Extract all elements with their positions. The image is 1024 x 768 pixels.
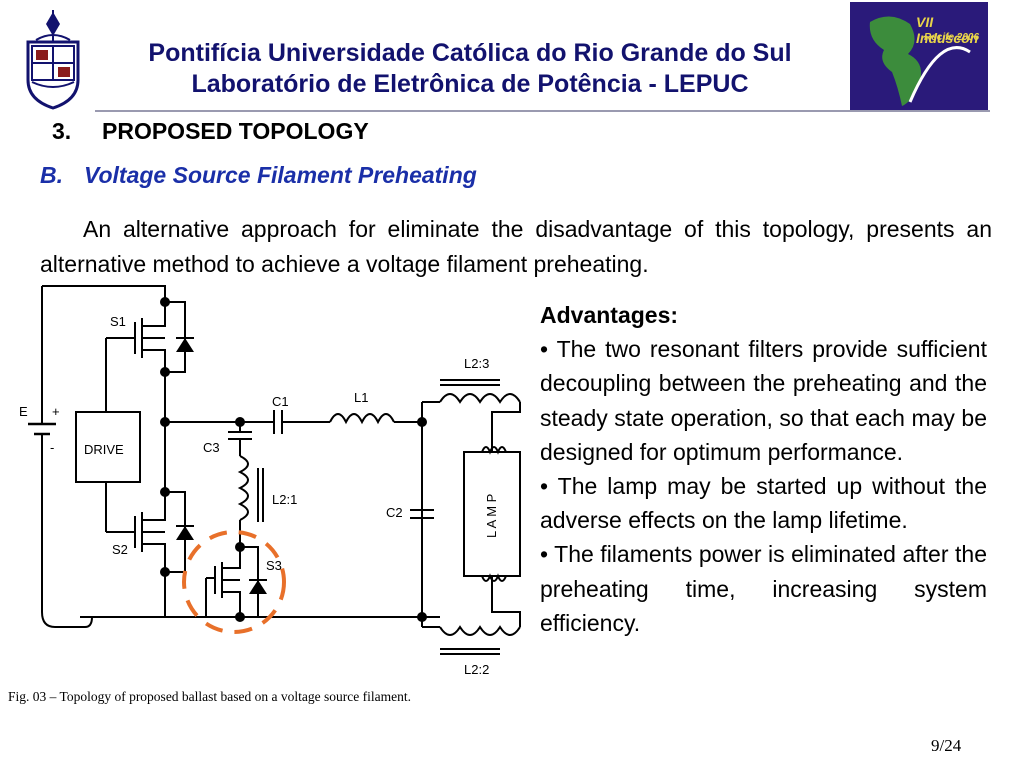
l2-2-label: L2:2 — [464, 662, 489, 677]
battery-label: E — [19, 404, 28, 419]
c1-label: C1 — [272, 394, 289, 409]
intro-paragraph: An alternative approach for eliminate th… — [40, 216, 992, 277]
l2-3-label: L2:3 — [464, 356, 489, 371]
header-divider — [95, 110, 990, 112]
l2-1-label: L2:1 — [272, 492, 297, 507]
induscon-logo: VII Induscon Recife 2006 — [850, 2, 988, 110]
battery-plus-label: + — [52, 404, 60, 419]
figure-caption: Fig. 03 – Topology of proposed ballast b… — [8, 689, 411, 704]
conference-logo-line2: Recife 2006 — [924, 32, 980, 43]
c3-label: C3 — [203, 440, 220, 455]
advantage-item: • The two resonant filters provide suffi… — [540, 336, 987, 465]
drive-label: DRIVE — [84, 442, 124, 457]
s1-label: S1 — [110, 314, 126, 329]
s3-label: S3 — [266, 558, 282, 573]
advantages-title: Advantages: — [540, 302, 679, 328]
university-name: Pontifícia Universidade Católica do Rio … — [148, 39, 792, 67]
advantage-item: • The lamp may be started up without the… — [540, 473, 987, 534]
section-heading: 3. PROPOSED TOPOLOGY — [52, 118, 369, 145]
americas-map-icon — [869, 16, 971, 106]
advantage-item: • The filaments power is eliminated afte… — [540, 541, 987, 636]
conference-logo-line1: VII Induscon — [916, 14, 979, 46]
page-number: 9/24 — [931, 736, 962, 755]
ballast-circuit-diagram: E + - DRIVE S1 S2 S3 C1 C3 L1 L2:1 C2 L2… — [19, 285, 521, 677]
battery-minus-label: - — [50, 440, 54, 455]
c2-label: C2 — [386, 505, 403, 520]
lab-name: Laboratório de Eletrônica de Potência - … — [191, 70, 749, 98]
lamp-label: L A M P — [484, 494, 499, 538]
section-title: PROPOSED TOPOLOGY — [102, 118, 369, 144]
l1-label: L1 — [354, 390, 368, 405]
header-title: Pontifícia Universidade Católica do Rio … — [100, 38, 840, 100]
section-number: 3. — [52, 118, 72, 144]
s2-label: S2 — [112, 542, 128, 557]
subsection-title: Voltage Source Filament Preheating — [84, 162, 477, 188]
subsection-letter: B. — [40, 162, 63, 188]
advantages-panel: Advantages: • The two resonant filters p… — [540, 298, 987, 640]
pucrs-crest-logo — [26, 10, 80, 110]
subsection-heading: B. Voltage Source Filament Preheating — [40, 162, 477, 189]
